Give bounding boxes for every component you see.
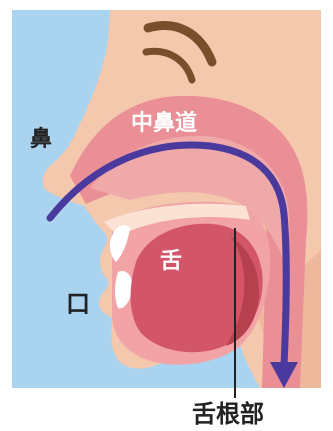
label-mouth: 口 xyxy=(66,290,90,318)
label-nose: 鼻 xyxy=(30,126,52,152)
label-tongue-root: 舌根部 xyxy=(192,400,264,428)
label-nasal-passage: 中鼻道 xyxy=(131,110,197,136)
label-tongue: 舌 xyxy=(160,249,182,274)
